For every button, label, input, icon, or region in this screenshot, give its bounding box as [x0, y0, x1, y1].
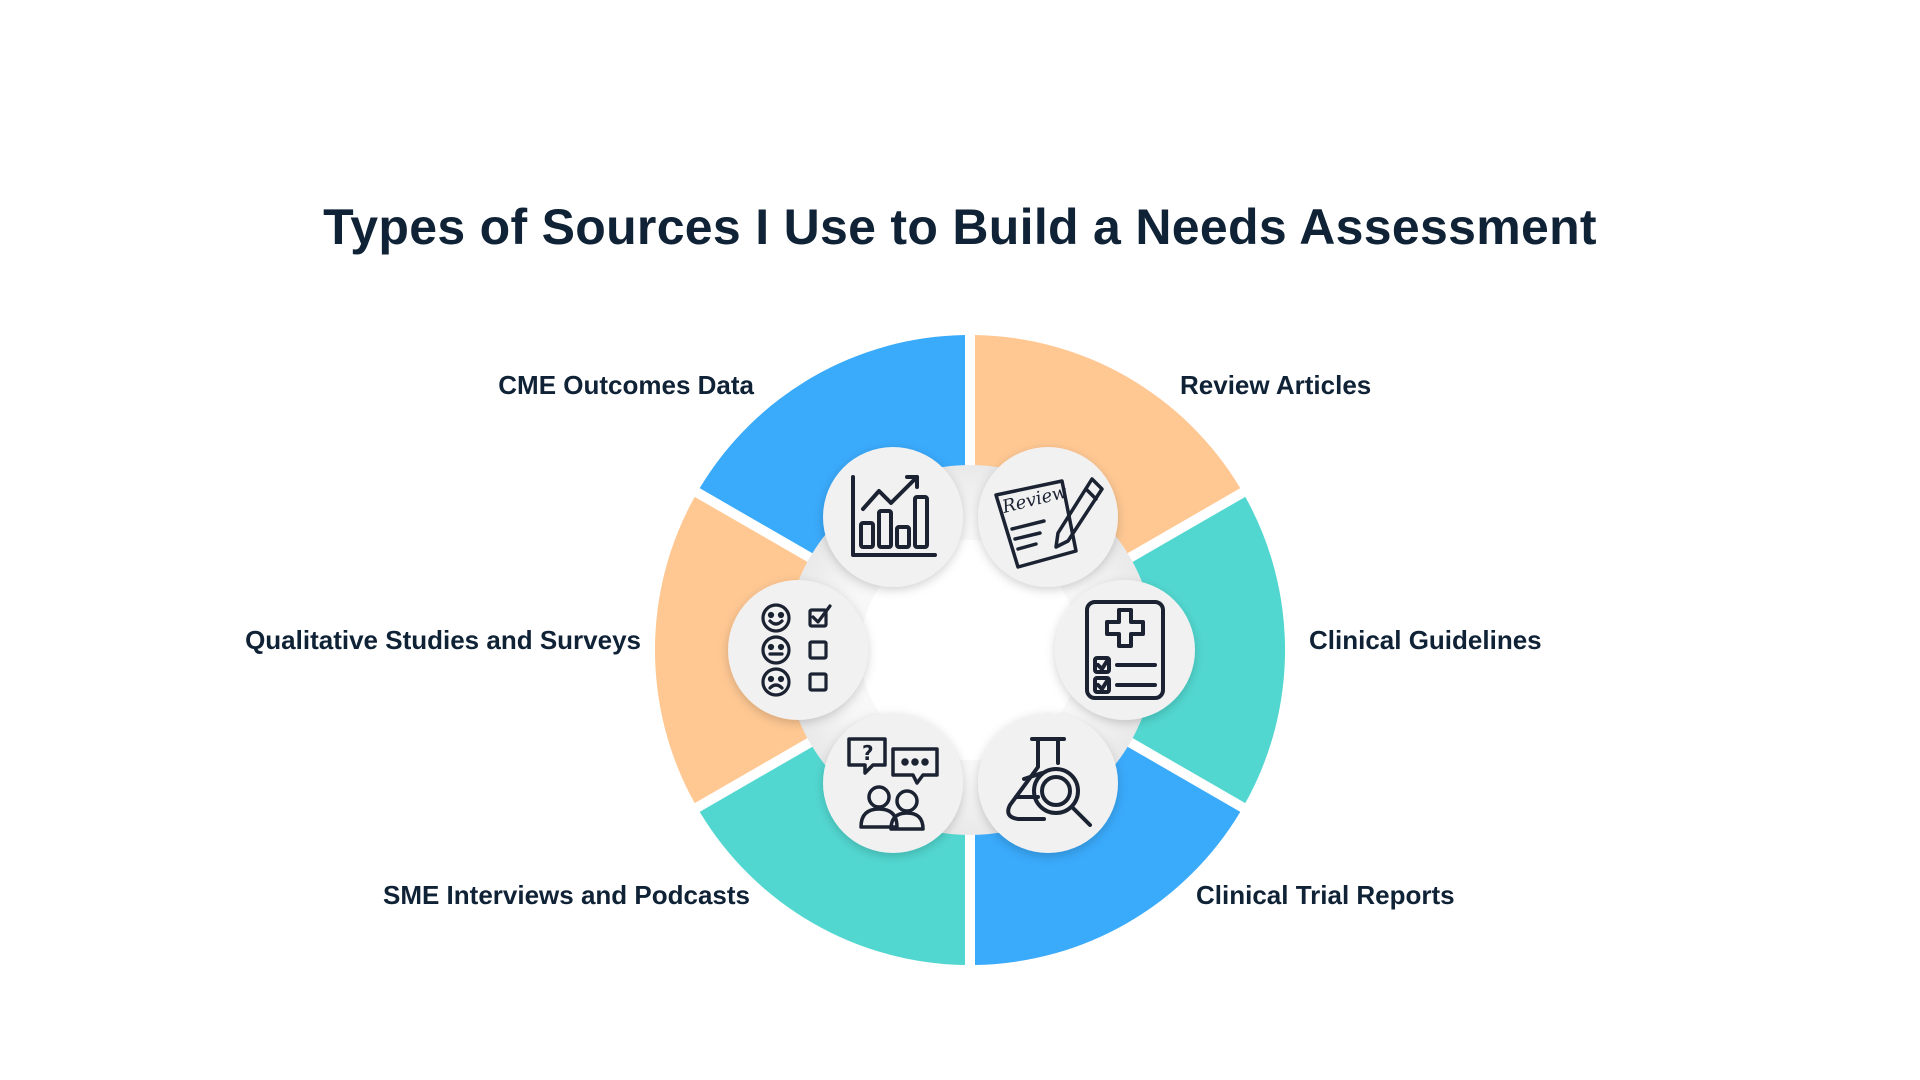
page-title: Types of Sources I Use to Build a Needs … [323, 199, 1597, 255]
label-clinical-guidelines: Clinical Guidelines [1309, 625, 1542, 655]
icon-bubble-review: Review [978, 447, 1118, 587]
medical-checklist-icon [1085, 600, 1165, 700]
icon-bubble-cme [823, 447, 963, 587]
conversation-people-icon: ? [847, 737, 939, 831]
label-cme-outcomes-data: CME Outcomes Data [498, 370, 754, 400]
question-mark-glyph: ? [862, 741, 874, 765]
survey-faces-icon [761, 603, 832, 697]
icon-bubble-guidelines [1055, 580, 1195, 720]
icon-bubble-sme: ? [823, 713, 963, 853]
label-clinical-trial-reports: Clinical Trial Reports [1196, 880, 1455, 910]
label-qualitative-studies-surveys: Qualitative Studies and Surveys [245, 625, 641, 655]
lab-flask-magnifier-icon [1006, 737, 1092, 827]
bar-chart-icon [851, 475, 937, 557]
icon-bubble-surveys [728, 580, 868, 720]
label-review-articles: Review Articles [1180, 370, 1372, 400]
icon-bubble-trials [978, 713, 1118, 853]
center-hole [860, 540, 1080, 760]
label-sme-interviews-podcasts: SME Interviews and Podcasts [382, 880, 750, 910]
